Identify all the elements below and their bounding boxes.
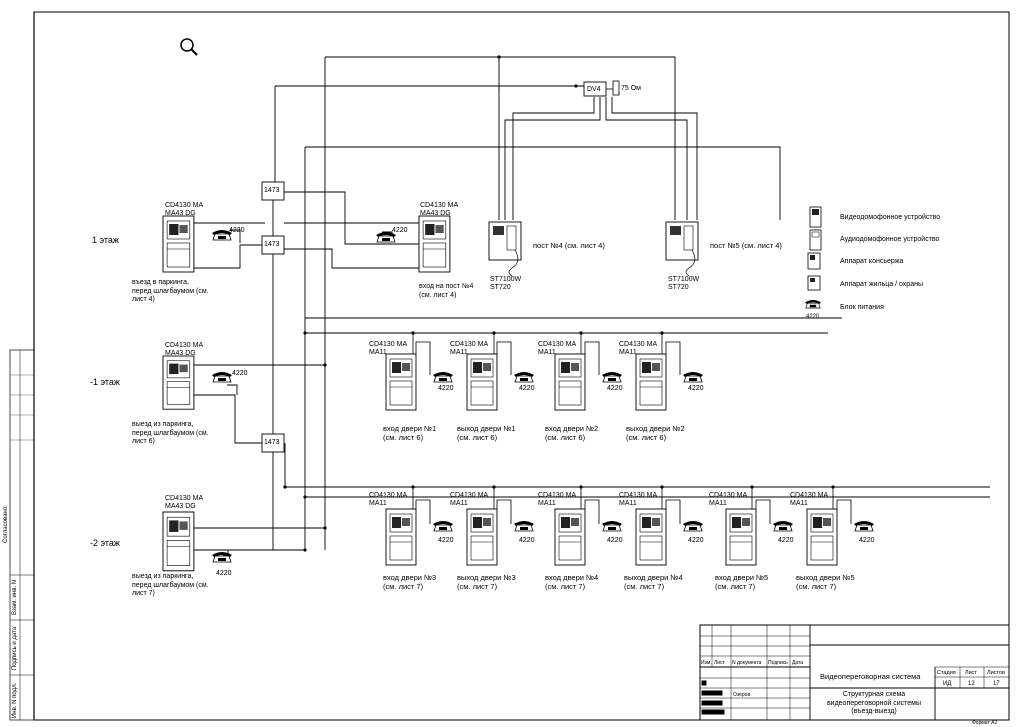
concierge-stations: [488, 221, 699, 277]
tb-col: Дата: [792, 660, 804, 666]
legend-audio: Аудиодомофонное устройство: [840, 236, 940, 243]
side-sign: Подпись и дата: [12, 626, 18, 670]
door-caption: вход двери №3(см. лист 7): [383, 573, 437, 591]
side-inv: Взам. инв. N: [12, 579, 18, 615]
tb-stage-h: Стадия: [937, 670, 956, 676]
door-caption: вход двери №2(см. лист 6): [545, 424, 599, 442]
psu-label: 4220: [859, 537, 875, 544]
psu-phones: [211, 229, 875, 563]
tb-stage: ИД: [943, 681, 952, 687]
tb-col: Подпись: [768, 660, 788, 666]
psu-label: 4220: [778, 537, 794, 544]
door-caption: выход двери №4(см. лист 7): [624, 573, 683, 591]
legend-psu: Блок питания: [840, 304, 884, 311]
title-block-lines: [699, 624, 1010, 721]
tb-format: Формат А2: [972, 720, 998, 726]
post-label-4: пост №4 (см. лист 4): [533, 241, 605, 250]
splitter-label: 1473: [264, 439, 280, 446]
legend-video: Видеодомофонное устройство: [840, 214, 941, 221]
caption-post4: вход на пост №4 (см. лист 4): [419, 283, 474, 299]
side-stamp: [9, 349, 35, 721]
door-caption: выход двери №5(см. лист 7): [796, 573, 855, 591]
psu-label: 4220: [607, 385, 623, 392]
door-caption: выход двери №3(см. лист 7): [457, 573, 516, 591]
psu-label: 4220: [688, 537, 704, 544]
psu-wires: [412, 333, 852, 524]
psu-label: 4220: [229, 227, 245, 234]
door-caption: вход двери №5(см. лист 7): [715, 573, 769, 591]
tb-person: Озеров: [733, 692, 751, 698]
door-caption: выход двери №1(см. лист 6): [457, 424, 516, 442]
splitter-label: 1473: [264, 187, 280, 194]
caption-exit-m1: выезд из паркинга, перед шлагбаумом (см.…: [132, 421, 209, 445]
door-panels: [162, 215, 838, 572]
caption-entry: въезд в паркинга, перед шлагбаумом (см. …: [132, 279, 209, 303]
wiring: [193, 56, 990, 556]
psu-label: 4220: [392, 227, 408, 234]
side-orig: Инв. N подл.: [12, 682, 18, 718]
psu-label: 4220: [688, 385, 704, 392]
floor-label-1: 1 этаж: [92, 235, 119, 245]
tb-sheets-h: Листов: [987, 670, 1005, 676]
psu-label: 4220: [438, 537, 454, 544]
post-label-5: пост №5 (см. лист 4): [710, 241, 782, 250]
tb-col: Изм.: [701, 660, 712, 666]
psu-label: 4220: [216, 570, 232, 577]
floor-label-m1: -1 этаж: [90, 377, 120, 387]
tb-col: N документа: [732, 660, 762, 666]
floor-label-m2: -2 этаж: [90, 538, 120, 548]
junction-dots: [283, 55, 835, 552]
tb-system: Видеопереговорная система: [820, 672, 921, 681]
door-caption: вход двери №1(см. лист 6): [383, 424, 437, 442]
tb-sheet: 12: [968, 681, 975, 687]
splitter-box: [261, 181, 285, 453]
psu-label: 4220: [607, 537, 623, 544]
tb-sheets: 17: [993, 681, 1000, 687]
dv4-label: DV4: [587, 86, 601, 93]
psu-label: 4220: [519, 537, 535, 544]
psu-label: 4220: [519, 385, 535, 392]
legend-icons: [804, 206, 822, 309]
termination-label: 75 Ом: [621, 85, 641, 92]
tb-sheet-h: Лист: [965, 670, 977, 676]
magnifier-icon[interactable]: [180, 38, 198, 56]
psu-label: 4220: [438, 385, 454, 392]
legend-concierge: Аппарат консьержа: [840, 258, 904, 265]
side-agreed: Согласовано:: [3, 505, 9, 543]
legend-resident: Аппарат жильца / охраны: [840, 281, 923, 288]
legend-psu-code: 4220: [806, 314, 820, 320]
splitter-label: 1473: [264, 241, 280, 248]
door-caption: вход двери №4(см. лист 7): [545, 573, 599, 591]
tb-col: Лист: [714, 660, 725, 666]
door-caption: выход двери №2(см. лист 6): [626, 424, 685, 442]
tb-title: Структурная схема видеопереговорной сист…: [826, 691, 922, 715]
dv4-splitter: [574, 80, 620, 97]
caption-exit-m2: выезд из паркинга, перед шлагбаумом (см.…: [132, 573, 209, 597]
psu-label: 4220: [232, 370, 248, 377]
